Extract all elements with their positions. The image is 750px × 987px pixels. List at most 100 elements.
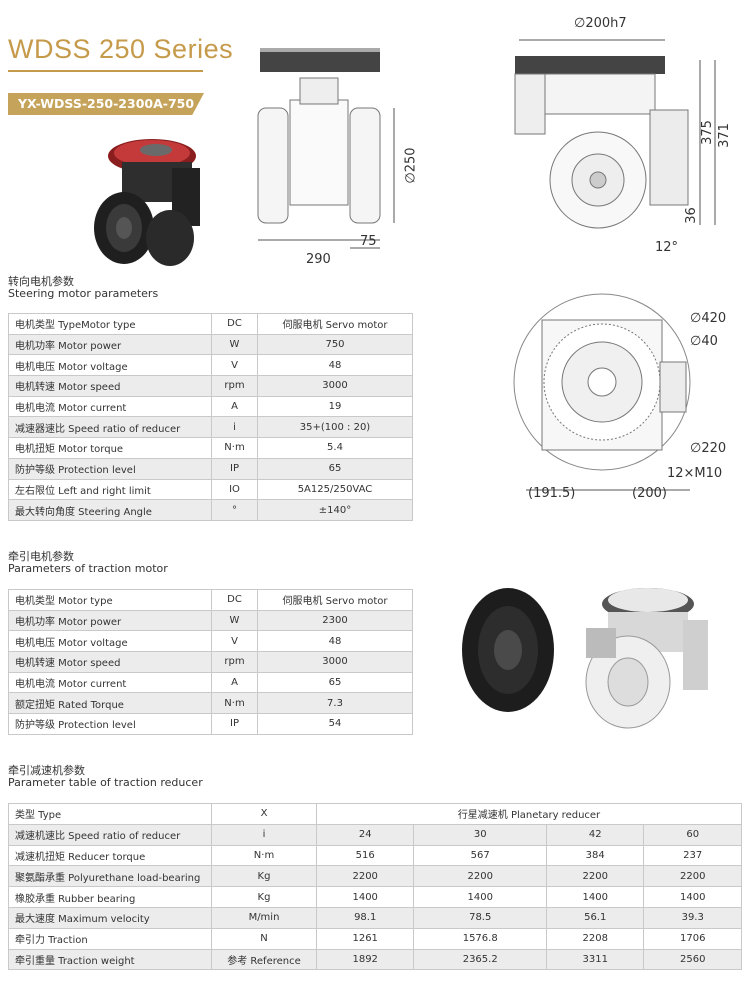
dim-d220: ∅220 xyxy=(690,441,727,456)
param-value: 750 xyxy=(257,333,413,356)
param-value: 2560 xyxy=(643,948,742,971)
param-unit: W xyxy=(211,333,258,356)
dim-36: 36 xyxy=(683,207,699,224)
param-name: 电机电流 Motor current xyxy=(8,395,212,418)
dim-371: 371 xyxy=(716,123,732,148)
param-value: 48 xyxy=(257,354,413,377)
param-name: 电机类型 Motor type xyxy=(8,589,212,611)
param-value: 1892 xyxy=(315,948,415,971)
param-value: 54 xyxy=(257,713,413,735)
param-value: 2200 xyxy=(643,865,742,888)
param-unit: i xyxy=(211,823,317,846)
param-unit: X xyxy=(211,803,317,825)
top-view-drawing xyxy=(513,293,691,491)
traction-title-en: Parameters of traction motor xyxy=(8,562,168,575)
dim-12deg: 12° xyxy=(655,240,679,255)
param-value: 1706 xyxy=(643,927,742,950)
param-value: 1576.8 xyxy=(413,927,548,950)
param-value: 行星减速机 Planetary reducer xyxy=(316,803,742,825)
param-name: 电机功率 Motor power xyxy=(8,333,212,356)
param-value: 42 xyxy=(546,823,645,846)
dim-holes: 12×M10 xyxy=(667,466,723,481)
param-name: 最大转向角度 Steering Angle xyxy=(8,499,212,521)
model-badge: YX-WDSS-250-2300A-750 xyxy=(8,93,204,115)
param-unit: N·m xyxy=(211,844,317,867)
param-unit: IP xyxy=(211,457,258,480)
param-value: 516 xyxy=(315,844,415,867)
param-value: 5.4 xyxy=(257,437,413,459)
param-name: 电机电压 Motor voltage xyxy=(8,630,212,653)
param-value: 39.3 xyxy=(643,906,742,929)
side-view-drawing xyxy=(257,48,395,249)
param-unit: IP xyxy=(211,713,258,735)
param-unit: 参考 Reference xyxy=(211,948,317,971)
param-name: 最大速度 Maximum velocity xyxy=(8,906,212,929)
param-value: 237 xyxy=(643,844,742,867)
param-value: 30 xyxy=(413,823,548,846)
dim-290: 290 xyxy=(306,252,331,267)
param-value: 98.1 xyxy=(315,906,415,929)
param-value: 65 xyxy=(257,671,413,694)
param-unit: i xyxy=(211,416,258,439)
param-name: 额定扭矩 Rated Torque xyxy=(8,692,212,715)
dim-d420: ∅420 xyxy=(690,311,727,326)
param-unit: N·m xyxy=(211,692,258,715)
param-unit: W xyxy=(211,609,258,632)
series-title: WDSS 250 Series xyxy=(8,34,234,64)
param-name: 电机扭矩 Motor torque xyxy=(8,437,212,459)
dim-d200h7: ∅200h7 xyxy=(574,16,627,31)
param-unit: N xyxy=(211,927,317,950)
param-unit: IO xyxy=(211,478,258,501)
param-unit: V xyxy=(211,354,258,377)
param-name: 减速机速比 Speed ratio of reducer xyxy=(8,823,212,846)
param-value: 5A125/250VAC xyxy=(257,478,413,501)
param-value: ±140° xyxy=(257,499,413,521)
param-value: 3311 xyxy=(546,948,645,971)
param-value: 384 xyxy=(546,844,645,867)
param-value: 1400 xyxy=(546,886,645,908)
param-unit: A xyxy=(211,671,258,694)
param-name: 牵引力 Traction xyxy=(8,927,212,950)
param-value: 1400 xyxy=(413,886,548,908)
param-name: 电机转速 Motor speed xyxy=(8,375,212,397)
steering-title-en: Steering motor parameters xyxy=(8,287,159,300)
dim-75: 75 xyxy=(360,234,377,249)
param-name: 减速器速比 Speed ratio of reducer xyxy=(8,416,212,439)
drive-unit-photo xyxy=(94,139,200,266)
title-underline xyxy=(8,70,203,72)
param-name: 橡胶承重 Rubber bearing xyxy=(8,886,212,908)
param-name: 类型 Type xyxy=(8,803,212,825)
param-value: 1400 xyxy=(315,886,415,908)
param-value: 3000 xyxy=(257,375,413,397)
param-unit: M/min xyxy=(211,906,317,929)
traction-title-cn: 牵引电机参数 xyxy=(8,550,74,563)
param-value: 3000 xyxy=(257,651,413,673)
param-value: 48 xyxy=(257,630,413,653)
param-name: 牵引重量 Traction weight xyxy=(8,948,212,971)
param-value: 24 xyxy=(315,823,415,846)
param-name: 电机电流 Motor current xyxy=(8,671,212,694)
front-view-drawing xyxy=(514,39,716,229)
param-value: 60 xyxy=(643,823,742,846)
table-row: 最大转向角度 Steering Angle°±140° xyxy=(8,499,413,521)
param-unit: DC xyxy=(211,313,258,335)
param-name: 减速机扭矩 Reducer torque xyxy=(8,844,212,867)
param-value: 7.3 xyxy=(257,692,413,715)
param-unit: V xyxy=(211,630,258,653)
param-value: 56.1 xyxy=(546,906,645,929)
